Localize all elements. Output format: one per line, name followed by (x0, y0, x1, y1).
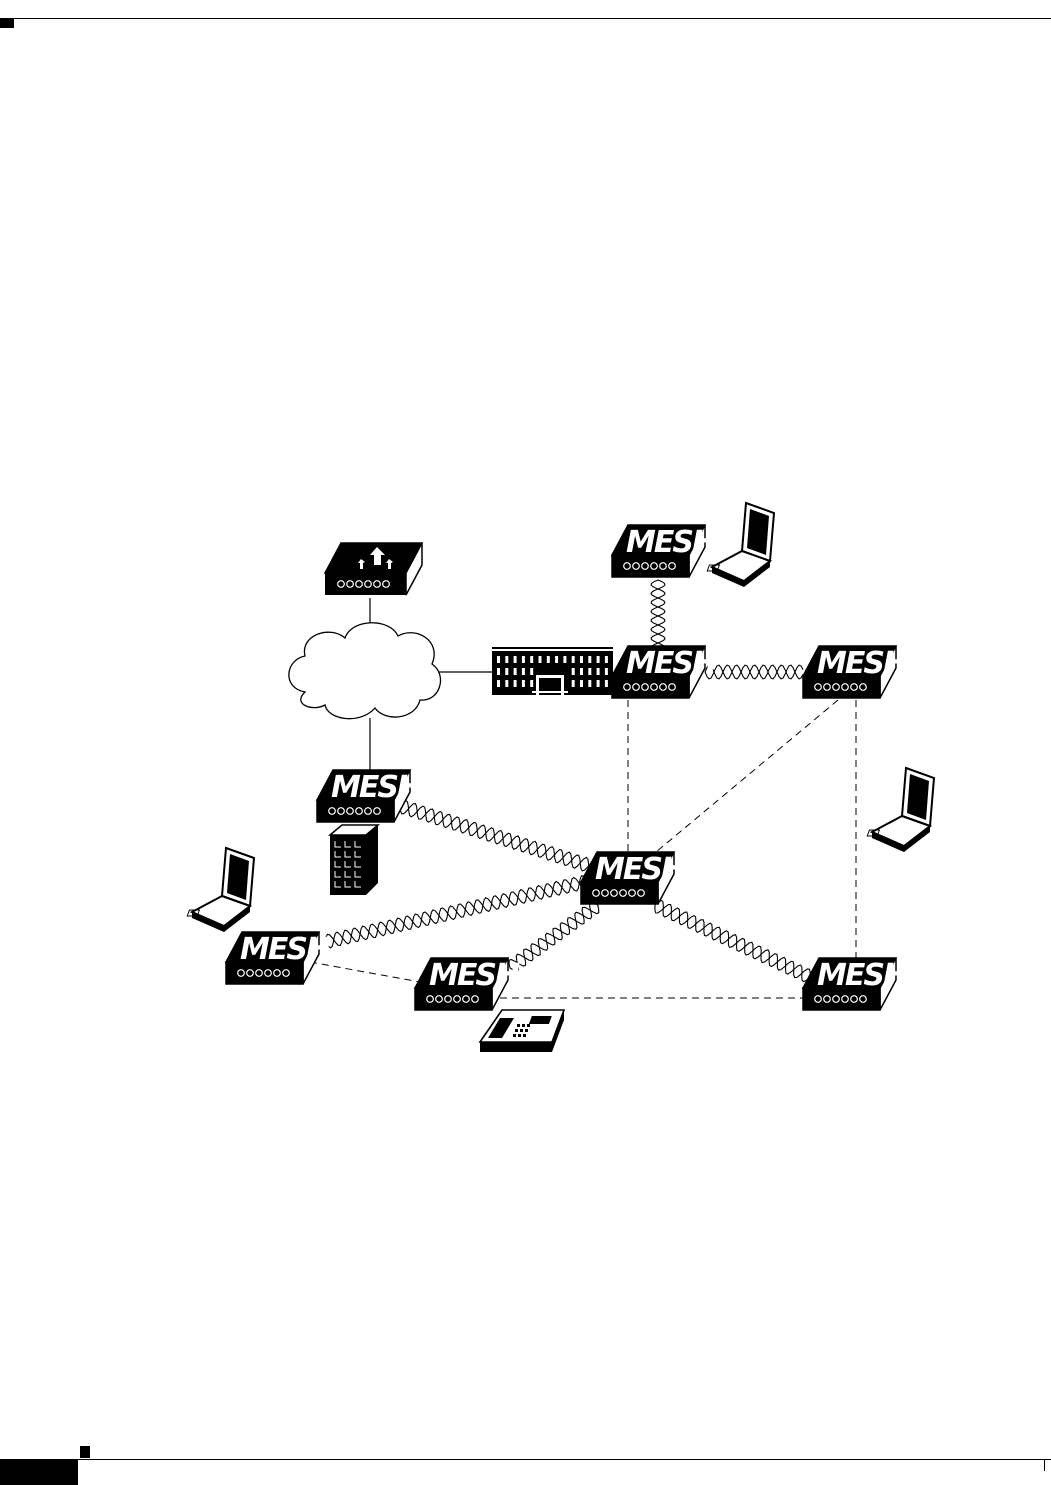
mesh-ap-bottom-right: MESH (803, 958, 908, 1010)
building-window (530, 656, 533, 663)
network-cloud-icon (289, 623, 441, 719)
building-window (605, 668, 608, 675)
building-window (588, 680, 591, 687)
mesh-label: MESH (817, 646, 908, 681)
building-window (597, 656, 600, 663)
mesh-ap-bottom-left: MESH (226, 932, 331, 984)
building-window (605, 680, 608, 687)
building-window (530, 668, 533, 675)
building-window (605, 656, 608, 663)
building-window (547, 656, 550, 663)
office-tower-icon (330, 825, 378, 895)
campus-building-icon (492, 647, 613, 695)
laptop-icon (187, 848, 254, 932)
building-window (580, 668, 583, 675)
controller-router-icon (325, 543, 422, 595)
building-window (522, 680, 525, 687)
building-window (572, 668, 575, 675)
building-window (563, 656, 566, 663)
mesh-ap-root: MESH (612, 646, 717, 698)
building-window (539, 656, 542, 663)
laptop-icon (867, 768, 934, 852)
building-window (497, 680, 500, 687)
building-window (572, 680, 575, 687)
building-window (497, 656, 500, 663)
building-window (580, 680, 583, 687)
building-window (588, 668, 591, 675)
building-window (505, 680, 508, 687)
ip-phone-icon (480, 1010, 564, 1052)
dashed-links (310, 700, 856, 998)
building-window (522, 656, 525, 663)
building-window (597, 680, 600, 687)
building-window (514, 656, 517, 663)
mesh-label: MESH (817, 958, 908, 993)
building-window (597, 668, 600, 675)
mesh-label: MESH (240, 932, 331, 967)
laptop-icon (707, 503, 774, 587)
building-window (497, 668, 500, 675)
building-window (514, 680, 517, 687)
dashed-link-right-center (656, 700, 838, 852)
mesh-label: MESH (626, 646, 717, 681)
mesh-ap-center: MESH (581, 852, 686, 904)
mesh-label: MESH (429, 958, 520, 993)
mesh-label: MESH (626, 525, 717, 560)
building-window (505, 668, 508, 675)
mesh-ap-bottom-mid: MESH (415, 958, 520, 1010)
building-window (530, 680, 533, 687)
wireless-link-strand (655, 900, 810, 982)
building-window (572, 656, 575, 663)
building-window (555, 656, 558, 663)
building-window (505, 656, 508, 663)
mesh-ap-right-top: MESH (803, 646, 908, 698)
mesh-ap-top: MESH (612, 525, 717, 577)
building-window (580, 656, 583, 663)
mesh-label: MESH (595, 852, 686, 887)
building-window (522, 668, 525, 675)
mesh-ap-left: MESH (317, 770, 422, 822)
building-window (588, 656, 591, 663)
mesh-label: MESH (331, 770, 422, 805)
wireless-link-strand (509, 905, 599, 968)
building-window (514, 668, 517, 675)
wireless-link-strand (655, 905, 814, 982)
